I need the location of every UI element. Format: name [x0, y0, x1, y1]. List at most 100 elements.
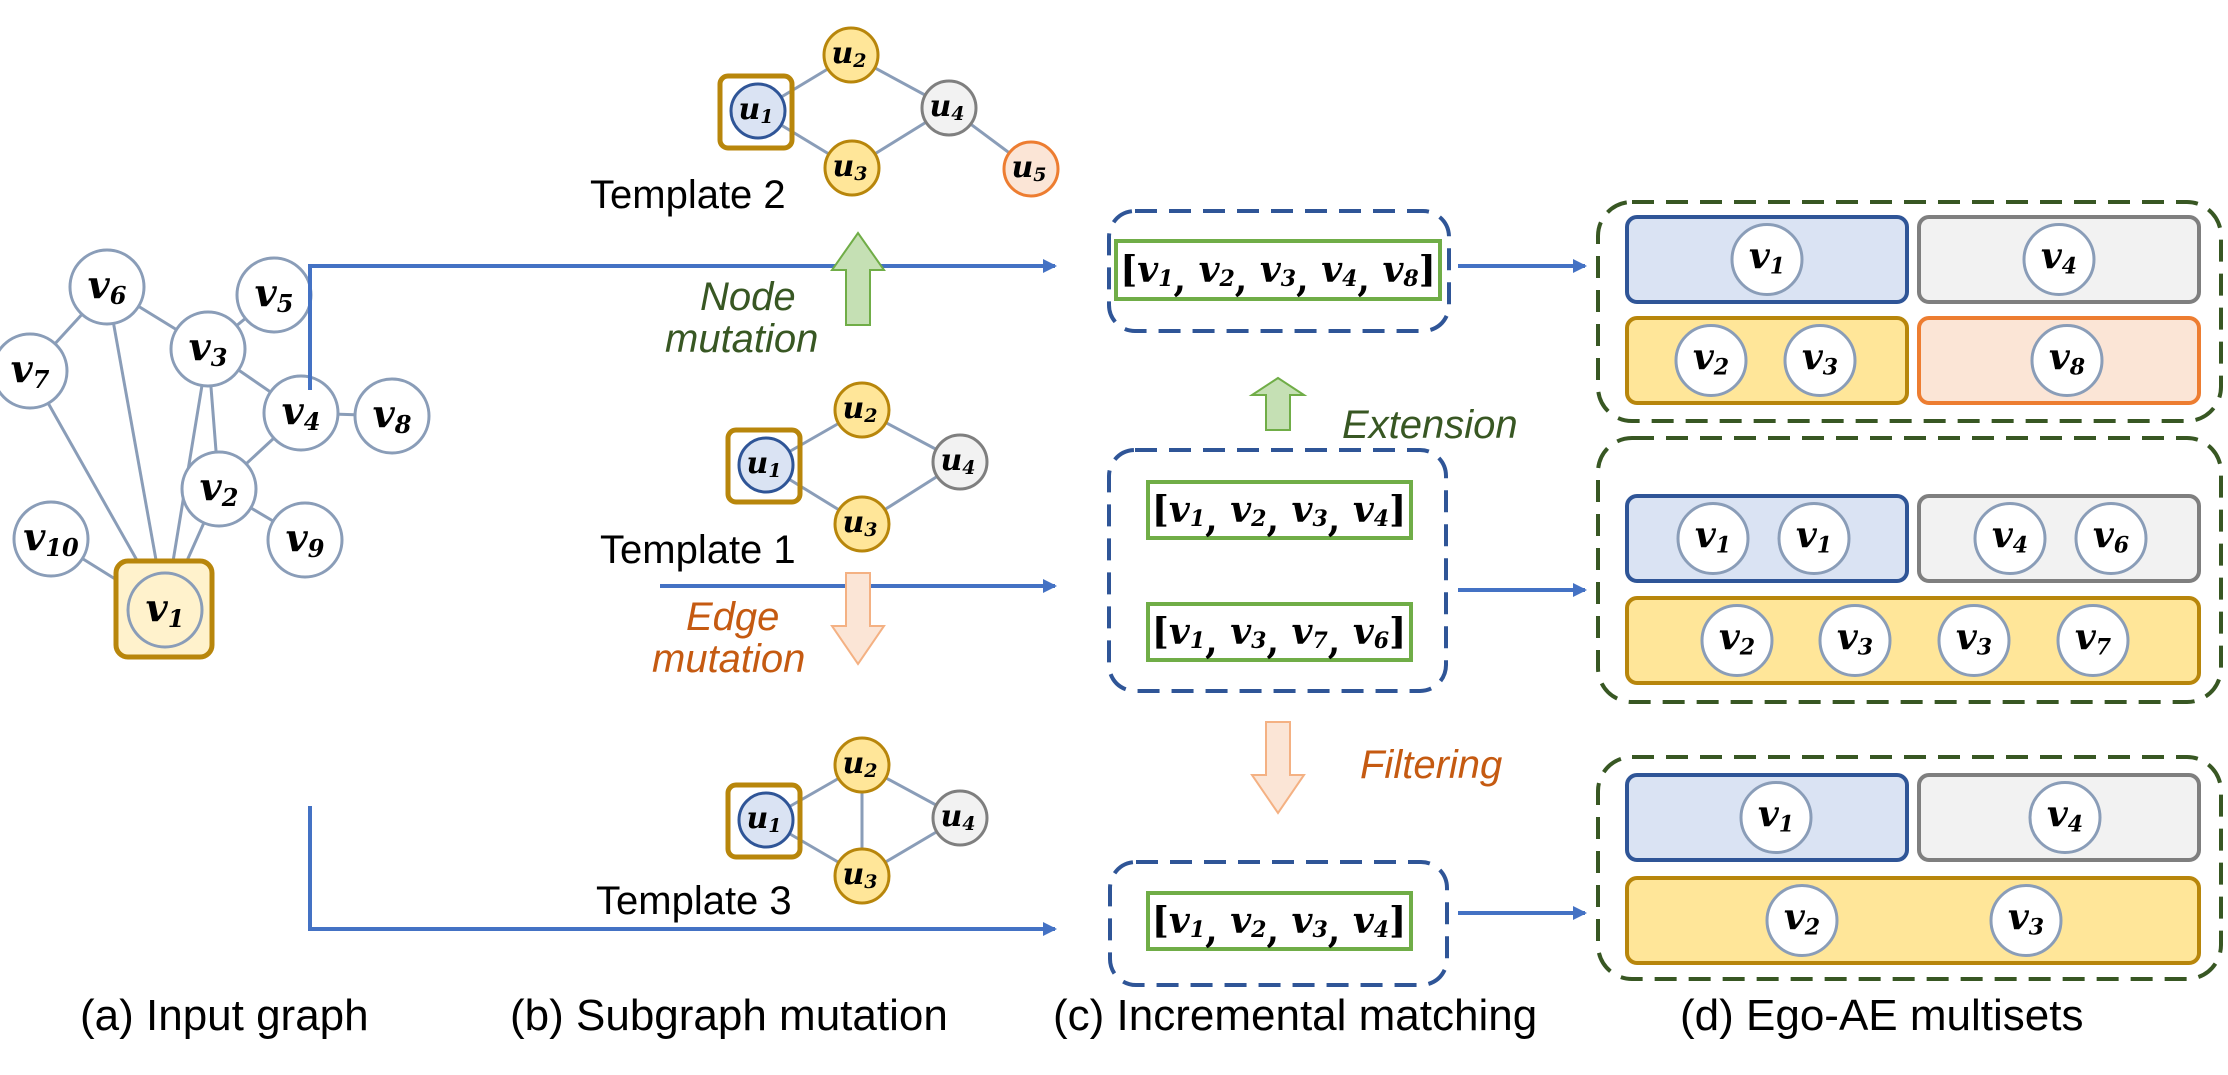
top-match-group — [1107, 209, 1451, 333]
template-node-u4: u4 — [931, 433, 989, 491]
filtering-label: Filtering — [1360, 743, 1502, 787]
multiset-node-v8: v8 — [2030, 324, 2104, 397]
captions: (a) Input graph (b) Subgraph mutation (c… — [80, 991, 2083, 1040]
multiset-bottom-container — [1596, 755, 2223, 981]
down-arrow-icon — [830, 572, 886, 666]
graph-node-v6: v6 — [68, 248, 146, 326]
multiset-node-label: v1 — [1749, 236, 1785, 280]
graph-node-label: v9 — [286, 515, 325, 563]
template-node-label: u3 — [842, 857, 877, 894]
multiset-top-yellow-box: v2 v3 — [1625, 316, 1909, 405]
multiset-node-v3: v3 — [1783, 324, 1857, 397]
template-node-u3: u3 — [833, 495, 891, 553]
multiset-node-label: v7 — [2075, 617, 2112, 661]
match-sequence: [v1, v2, v3, v4, v8] — [1120, 249, 1436, 300]
multiset-node-label: v1 — [1695, 515, 1731, 559]
template-2-label: Template 2 — [590, 173, 786, 217]
bottom-match-group — [1108, 860, 1449, 987]
multiset-node-v1: v1 — [1730, 223, 1804, 296]
node-mutation-label-line1: Node — [700, 275, 796, 319]
multiset-bottom-yellow-box: v2 v3 — [1625, 876, 2201, 965]
graph-edge — [105, 286, 167, 611]
arrow-to-top-match — [308, 259, 1057, 390]
graph-node-label: v10 — [23, 514, 79, 562]
graph-node-label: v5 — [255, 270, 294, 318]
multiset-node-v7: v7 — [2056, 604, 2130, 677]
template-node-u3: u3 — [823, 139, 881, 197]
extension-arrow — [1248, 376, 1308, 431]
multiset-node-v4: v4 — [1973, 502, 2047, 575]
template-node-label: u2 — [831, 36, 866, 73]
template-1: u1 u2 u3 u4 Template 1 — [600, 381, 989, 572]
graph-node-v7: v7 — [0, 332, 69, 410]
edge-mutation-label-line2: mutation — [652, 637, 805, 681]
graph-node-label: v7 — [11, 346, 50, 394]
match-to-multiset-arrows — [1458, 259, 1587, 920]
template-node-u1: u1 — [729, 82, 787, 140]
graph-node-v1: v1 — [126, 571, 204, 649]
template-node-u1: u1 — [737, 791, 795, 849]
multiset-node-v1: v1 — [1739, 781, 1813, 854]
multiset-node-v2: v2 — [1765, 884, 1839, 957]
template-node-u5: u5 — [1002, 140, 1060, 198]
multiset-top-gray-box: v4 — [1917, 215, 2201, 304]
template-1-label: Template 1 — [600, 528, 796, 572]
multiset-node-v1: v1 — [1777, 502, 1851, 575]
multiset-node-label: v4 — [1992, 515, 2028, 559]
multiset-node-label: v2 — [1693, 337, 1729, 381]
template-node-label: u4 — [940, 799, 975, 836]
edge-mutation-label-line1: Edge — [686, 595, 779, 639]
edge-mutation: Edge mutation — [652, 572, 886, 681]
template-node-label: u4 — [929, 89, 964, 126]
match-sequence: [v1, v2, v3, v4] — [1152, 489, 1406, 540]
multiset-top-blue-box: v1 — [1625, 215, 1909, 304]
multiset-node-v2: v2 — [1700, 604, 1774, 677]
template-node-label: u1 — [746, 446, 781, 483]
graph-node-label: v2 — [200, 464, 239, 512]
template-node-u2: u2 — [833, 381, 891, 439]
template-2: u1 u2 u3 u4 u5 Template 2 — [590, 26, 1060, 217]
template-3-label: Template 3 — [596, 879, 792, 923]
caption-b: (b) Subgraph mutation — [510, 991, 948, 1040]
graph-node-v9: v9 — [266, 501, 344, 579]
multiset-node-v4: v4 — [2022, 223, 2096, 296]
multiset-node-label: v4 — [2047, 794, 2083, 838]
multiset-top-orange-box: v8 — [1917, 316, 2201, 405]
extension-label: Extension — [1342, 403, 1518, 447]
graph-node-v10: v10 — [12, 500, 90, 578]
multiset-node-label: v6 — [2093, 515, 2129, 559]
template-node-label: u5 — [1011, 150, 1046, 187]
graph-node-label: v6 — [88, 262, 127, 310]
multiset-bottom-gray-box: v4 — [1917, 773, 2201, 862]
multiset-node-label: v8 — [2049, 337, 2085, 381]
template-node-u2: u2 — [833, 736, 891, 794]
multiset-node-label: v3 — [2008, 897, 2044, 941]
multiset-node-v1: v1 — [1676, 502, 1750, 575]
template-node-label: u2 — [842, 391, 877, 428]
up-arrow-icon — [830, 231, 886, 326]
match-sequence: [v1, v3, v7, v6] — [1152, 611, 1406, 662]
graph-node-v3: v3 — [169, 310, 247, 388]
template-3: u1 u2 u3 u4 Template 3 — [596, 736, 989, 923]
graph-node-label: v3 — [189, 324, 228, 372]
template-node-label: u1 — [746, 801, 781, 838]
multiset-middle-gray-box: v4 v6 — [1917, 494, 2201, 583]
template-node-label: u1 — [738, 92, 773, 129]
graph-node-label: v1 — [146, 585, 185, 633]
match-sequence: [v1, v2, v3, v4] — [1152, 900, 1406, 951]
multiset-node-label: v2 — [1719, 617, 1755, 661]
multiset-bottom-blue-box: v1 — [1625, 773, 1909, 862]
template-node-u4: u4 — [920, 79, 978, 137]
multiset-node-label: v3 — [1802, 337, 1838, 381]
multiset-node-label: v3 — [1837, 617, 1873, 661]
template-node-label: u3 — [842, 505, 877, 542]
caption-c: (c) Incremental matching — [1053, 991, 1537, 1040]
multiset-node-label: v1 — [1796, 515, 1832, 559]
incremental-matching: [v1, v2, v3, v4, v8] [v1, v2, v3, v4] [v1,… — [1107, 209, 1518, 987]
template-node-u4: u4 — [931, 789, 989, 847]
